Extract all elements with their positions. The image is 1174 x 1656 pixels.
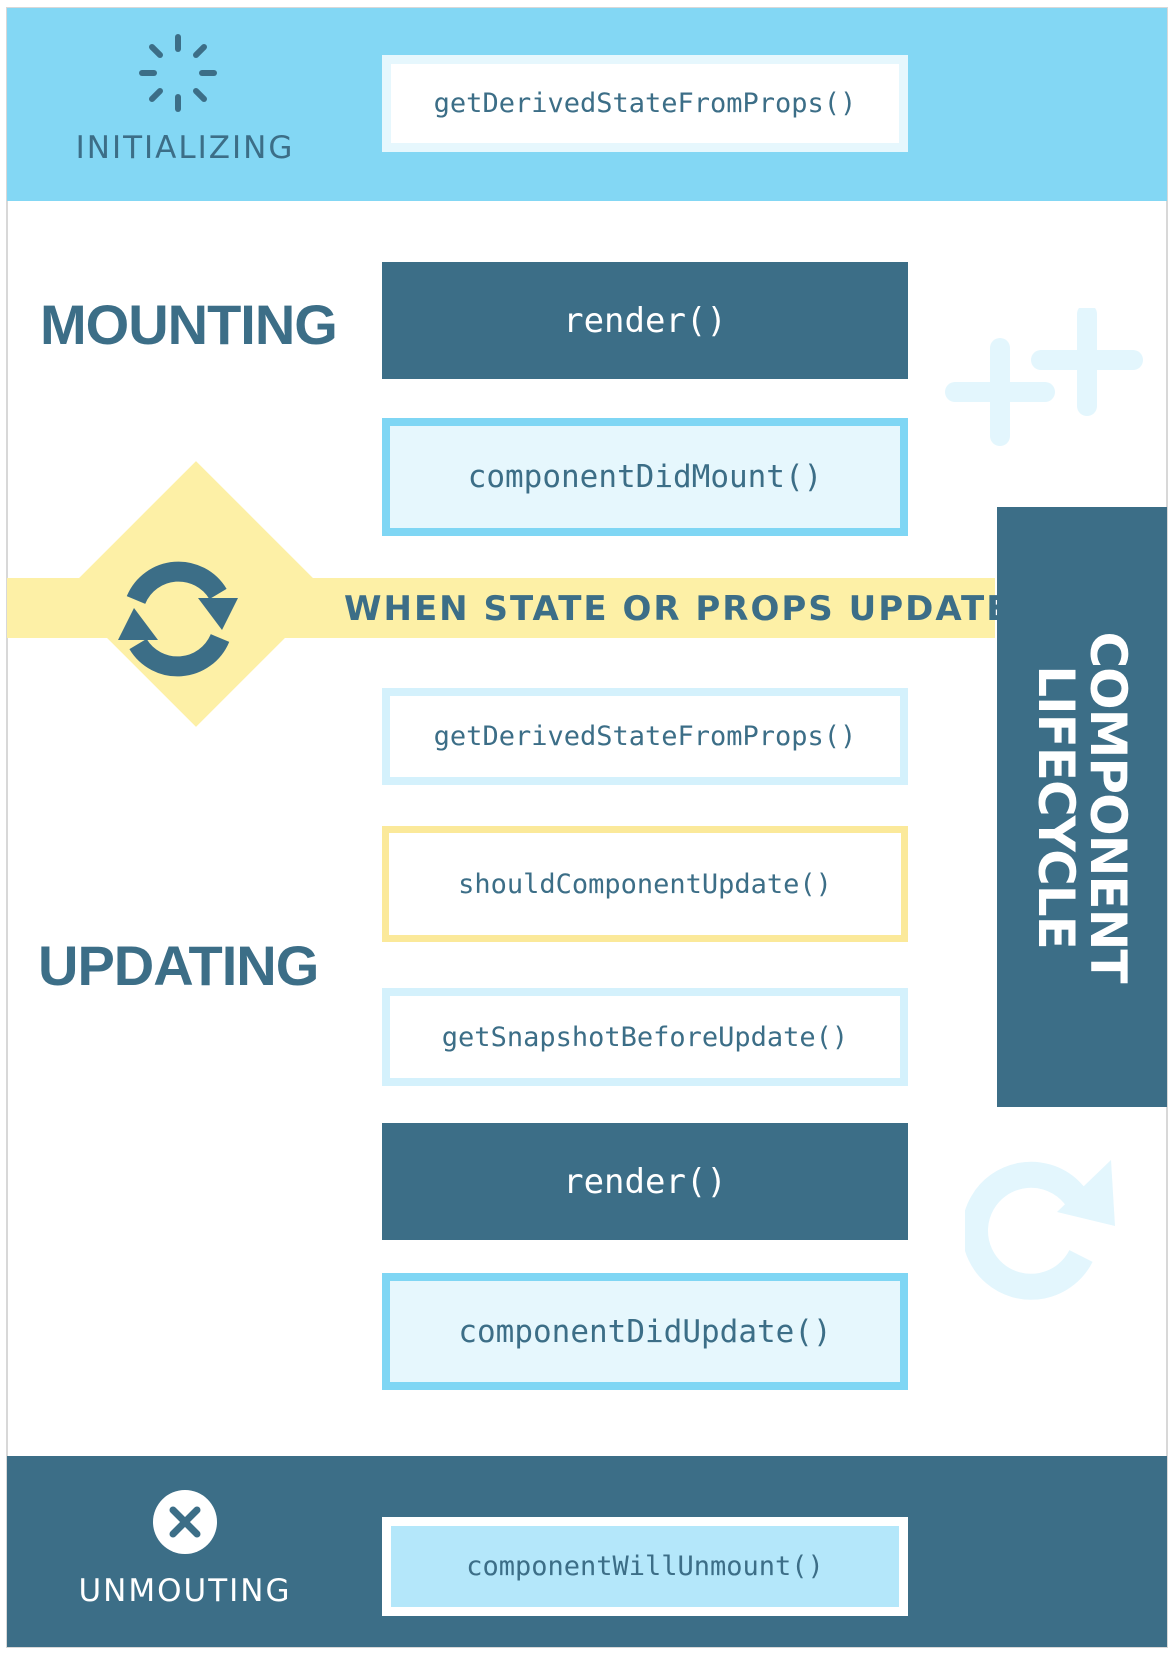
plus-plus-icon <box>945 308 1143 446</box>
refresh-arrow-icon <box>965 1160 1115 1300</box>
side-title-line1: COMPONENT <box>1079 631 1137 983</box>
loading-spinner-icon <box>139 34 217 112</box>
method-get-derived-state-update: getDerivedStateFromProps() <box>382 688 908 785</box>
refresh-cycle-icon <box>118 561 238 677</box>
update-trigger-label: WHEN STATE OR PROPS UPDATE <box>344 589 1012 629</box>
stage-updating-title: UPDATING <box>38 934 319 997</box>
stage-initializing-label: INITIALIZING <box>75 130 295 166</box>
stage-unmounting-label: UNMOUTING <box>78 1573 292 1609</box>
side-title-line2: LIFECYCLE <box>1027 665 1085 949</box>
stage-mounting-title: MOUNTING <box>40 293 338 356</box>
component-lifecycle-panel <box>997 507 1167 1107</box>
method-component-did-update: componentDidUpdate() <box>382 1273 908 1390</box>
method-component-did-mount: componentDidMount() <box>382 418 908 536</box>
method-render-update: render() <box>382 1123 908 1240</box>
component-lifecycle-title: COMPONENT LIFECYCLE <box>1027 631 1137 983</box>
method-render-mount: render() <box>382 262 908 379</box>
method-get-derived-state-init: getDerivedStateFromProps() <box>382 55 908 152</box>
method-should-component-update: shouldComponentUpdate() <box>382 826 908 942</box>
method-component-will-unmount: componentWillUnmount() <box>382 1517 908 1616</box>
close-circle-icon <box>153 1490 217 1554</box>
method-get-snapshot-before-update: getSnapshotBeforeUpdate() <box>382 988 908 1086</box>
